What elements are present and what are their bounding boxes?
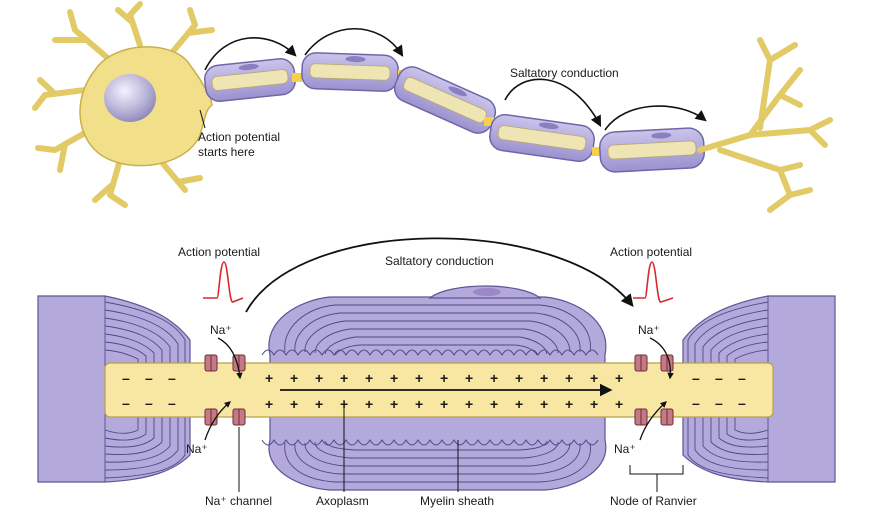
na-label: Na⁺ xyxy=(186,442,208,456)
sign-plus: + xyxy=(615,370,623,386)
sign-plus: + xyxy=(390,370,398,386)
sign-plus: + xyxy=(465,396,473,412)
sign-plus: + xyxy=(365,370,373,386)
sign-plus: + xyxy=(565,370,573,386)
label-na-channel: Na⁺ channel xyxy=(205,494,272,508)
label-action-potential-right: Action potential xyxy=(610,245,692,259)
sign-plus: + xyxy=(265,396,273,412)
sign-plus: + xyxy=(415,396,423,412)
sign-plus: + xyxy=(440,370,448,386)
sign-minus: – xyxy=(715,370,723,386)
action-potential-trace-left xyxy=(203,261,244,303)
sign-minus: – xyxy=(145,395,153,411)
sign-plus: + xyxy=(565,396,573,412)
sign-plus: + xyxy=(315,370,323,386)
sign-minus: – xyxy=(168,395,176,411)
dendrites xyxy=(32,1,215,208)
sign-plus: + xyxy=(315,396,323,412)
sign-minus: – xyxy=(738,395,746,411)
schwann-nucleus xyxy=(473,288,501,296)
sign-plus: + xyxy=(540,396,548,412)
axon-signs: – – – – – – – – – – – – + + + + + + + + + + + + + + + +… xyxy=(122,370,746,412)
sign-minus: – xyxy=(692,370,700,386)
sign-minus: – xyxy=(738,370,746,386)
axon-terminals xyxy=(697,37,833,213)
sign-plus: + xyxy=(515,370,523,386)
na-channels xyxy=(204,354,674,426)
sign-plus: + xyxy=(490,370,498,386)
top-neuron: Saltatory conduction Action potential st… xyxy=(32,1,833,213)
sign-plus: + xyxy=(590,370,598,386)
sign-plus: + xyxy=(540,370,548,386)
top-myelin-segments xyxy=(204,52,705,173)
bottom-detail: – – – – – – – – – – – – + + + + + + + + + + + + + + + +… xyxy=(37,237,836,508)
sign-plus: + xyxy=(265,370,273,386)
sign-minus: – xyxy=(122,370,130,386)
myelin-scallops xyxy=(261,349,599,446)
label-action-potential-left: Action potential xyxy=(178,245,260,259)
sign-plus: + xyxy=(615,396,623,412)
sign-plus: + xyxy=(390,396,398,412)
sign-plus: + xyxy=(340,370,348,386)
sign-plus: + xyxy=(515,396,523,412)
label-action-start: Action potential starts here xyxy=(198,130,283,159)
sign-minus: – xyxy=(692,395,700,411)
sign-plus: + xyxy=(415,370,423,386)
sign-plus: + xyxy=(290,370,298,386)
callout-lines xyxy=(238,400,684,492)
label-action-start-line1: Action potential xyxy=(198,130,280,144)
sign-minus: – xyxy=(715,395,723,411)
label-myelin-sheath: Myelin sheath xyxy=(420,494,494,508)
sign-minus: – xyxy=(145,370,153,386)
action-potential-trace-right xyxy=(633,261,674,303)
bottom-saltatory-arrow xyxy=(245,237,634,313)
sign-minus: – xyxy=(122,395,130,411)
label-node-of-ranvier: Node of Ranvier xyxy=(610,494,697,508)
top-saltatory-arrows xyxy=(204,27,707,131)
label-saltatory-bottom: Saltatory conduction xyxy=(385,254,494,268)
label-axoplasm: Axoplasm xyxy=(316,494,369,508)
sign-minus: – xyxy=(168,370,176,386)
label-action-start-line2: starts here xyxy=(198,145,255,159)
na-label: Na⁺ xyxy=(210,323,232,337)
sign-plus: + xyxy=(465,370,473,386)
nucleus xyxy=(104,74,156,122)
na-influx-arrows xyxy=(204,337,674,441)
sign-plus: + xyxy=(365,396,373,412)
sign-plus: + xyxy=(440,396,448,412)
sign-plus: + xyxy=(490,396,498,412)
sign-plus: + xyxy=(290,396,298,412)
na-label: Na⁺ xyxy=(638,323,660,337)
sign-plus: + xyxy=(590,396,598,412)
label-saltatory-top: Saltatory conduction xyxy=(510,66,619,80)
na-label: Na⁺ xyxy=(614,442,636,456)
